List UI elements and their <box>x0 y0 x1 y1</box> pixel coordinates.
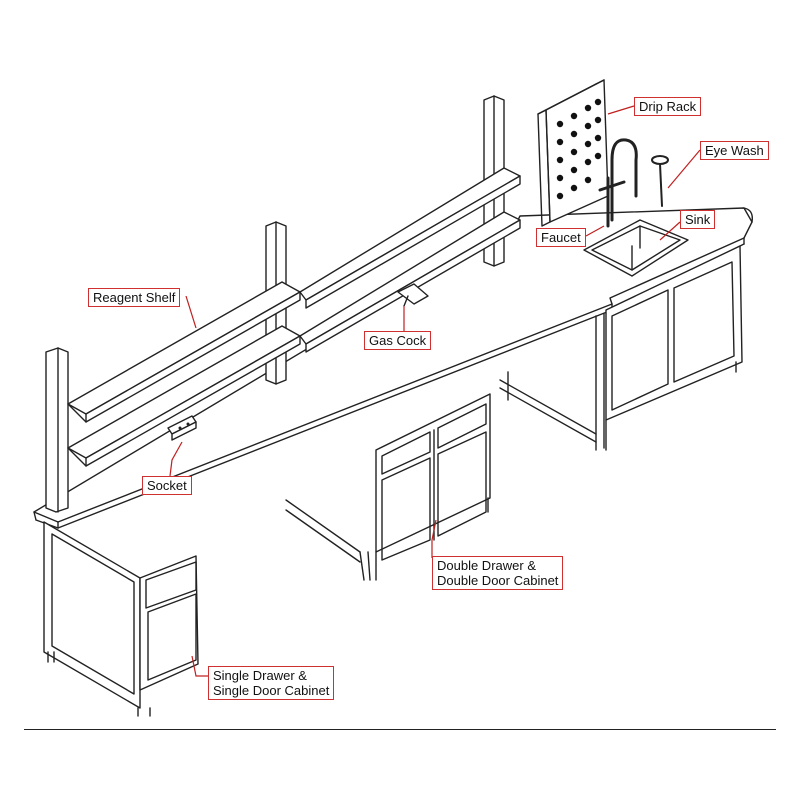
sink-cabinet <box>605 245 743 451</box>
socket-box <box>167 415 197 441</box>
callout-reagent-shelf: Reagent Shelf <box>88 288 181 307</box>
bench-outline <box>33 79 754 717</box>
leader-sink <box>659 221 681 241</box>
socket-outlets <box>178 422 190 430</box>
callout-sink-text: Sink <box>685 212 711 227</box>
callout-double-cabinet-line2: Double Door Cabinet <box>437 573 559 588</box>
double-drawer-cabinet <box>375 393 491 581</box>
leader-socket <box>169 441 183 477</box>
leader-single-cabinet <box>191 655 210 677</box>
callout-drip-rack: Drip Rack <box>634 97 702 116</box>
callout-sink: Sink <box>680 210 716 229</box>
leader-reagent-shelf <box>185 295 197 329</box>
callout-faucet-text: Faucet <box>541 230 581 245</box>
leader-faucet <box>585 225 605 237</box>
callout-double-cabinet-line1: Double Drawer & <box>437 558 536 573</box>
callout-faucet: Faucet <box>536 228 586 247</box>
callout-eye-wash-text: Eye Wash <box>705 143 764 158</box>
leader-double-cabinet <box>431 519 437 558</box>
sink-basin <box>583 219 689 277</box>
faucet-fixture <box>598 138 638 228</box>
leader-lines <box>169 105 701 677</box>
upper-shelf <box>67 167 521 423</box>
callout-socket: Socket <box>142 476 192 495</box>
callout-single-drawer-cabinet: Single Drawer & Single Door Cabinet <box>208 666 335 700</box>
leader-eye-wash <box>667 149 701 189</box>
leader-drip-rack <box>607 105 635 115</box>
drip-rack-pegs <box>556 98 602 200</box>
eye-wash-fixture <box>651 155 669 207</box>
baseline-rule <box>24 729 776 730</box>
single-drawer-cabinet <box>43 521 199 717</box>
callout-socket-text: Socket <box>147 478 187 493</box>
callout-reagent-shelf-text: Reagent Shelf <box>93 290 176 305</box>
callout-drip-rack-text: Drip Rack <box>639 99 697 114</box>
gas-cock-valve <box>397 283 429 307</box>
callout-gas-cock: Gas Cock <box>364 331 432 350</box>
callout-double-drawer-cabinet: Double Drawer & Double Door Cabinet <box>432 556 564 590</box>
callout-single-cabinet-line1: Single Drawer & <box>213 668 307 683</box>
callout-single-cabinet-line2: Single Door Cabinet <box>213 683 330 698</box>
callout-eye-wash: Eye Wash <box>700 141 769 160</box>
callout-gas-cock-text: Gas Cock <box>369 333 427 348</box>
bench-frame <box>285 313 605 581</box>
